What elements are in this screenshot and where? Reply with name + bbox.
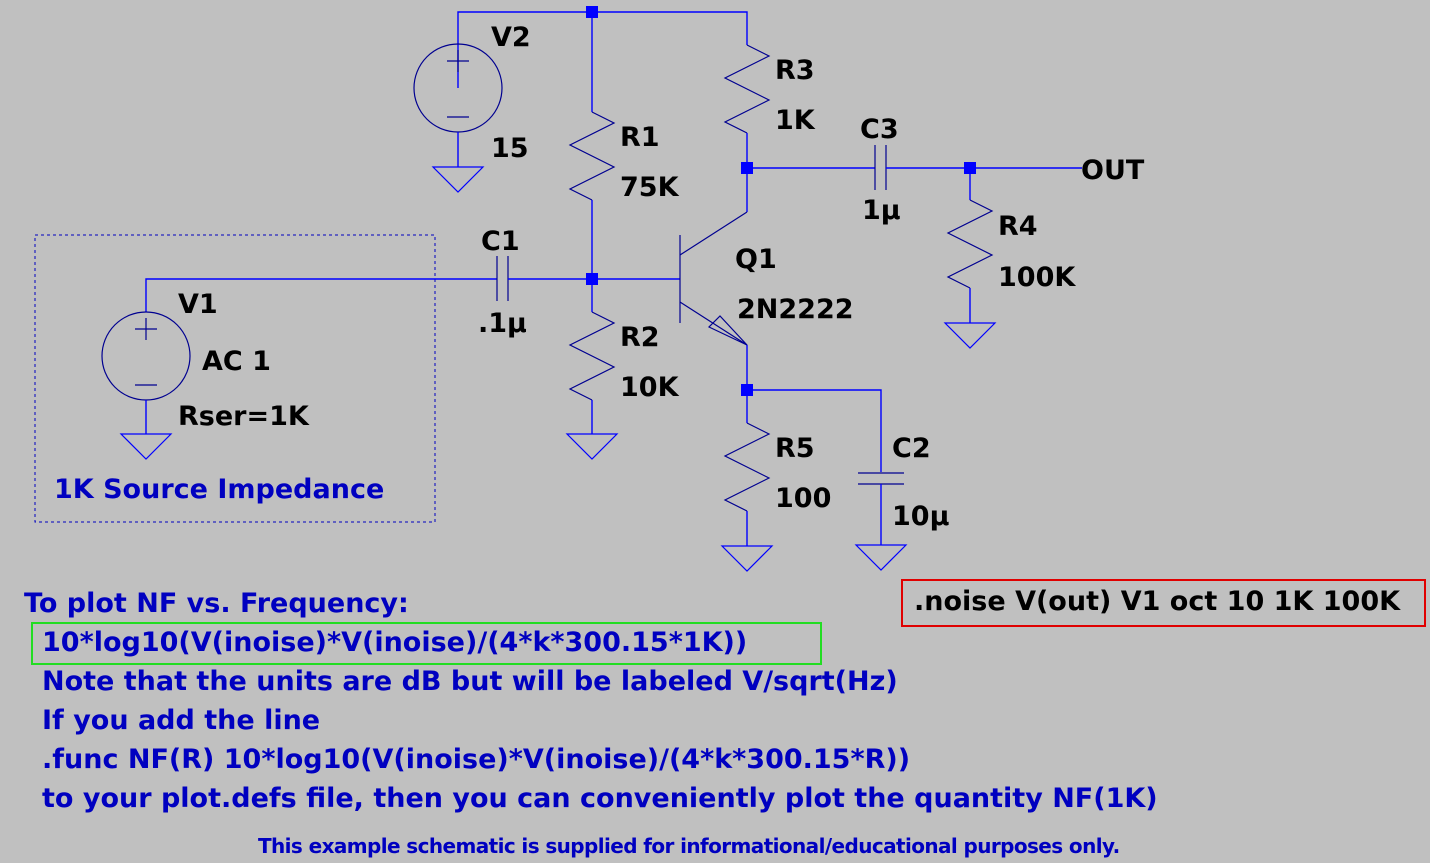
q1-transistor[interactable] [679,211,748,346]
r3-resistor[interactable] [723,44,771,134]
notes-formula: 10*log10(V(inoise)*V(inoise)/(4*k*300.15… [42,627,748,658]
notes-line-units: Note that the units are dB but will be l… [42,666,898,697]
r2-ref: R2 [620,322,660,353]
r4-resistor[interactable] [946,199,994,289]
v1-source[interactable] [101,311,191,401]
notes-line-add: If you add the line [42,705,321,736]
v1-ref: V1 [178,289,218,320]
wire-v1-c1 [145,278,497,312]
c1-capacitor[interactable] [496,256,509,301]
r1-resistor[interactable] [568,111,616,201]
disclaimer-text: This example schematic is supplied for i… [258,834,1120,858]
c2-capacitor[interactable] [858,472,904,485]
spice-directive[interactable]: .noise V(out) V1 oct 10 1K 100K [914,586,1401,617]
c3-ref: C3 [860,114,899,145]
ground-icon [943,322,997,349]
c1-value: .1μ [478,308,527,339]
notes-heading: To plot NF vs. Frequency: [24,588,409,619]
q1-value: 2N2222 [737,294,854,325]
junction-dot [586,273,598,285]
v1-value: AC 1 [202,346,271,377]
c3-value: 1μ [862,195,901,226]
r5-resistor[interactable] [723,422,771,512]
junction-dot [586,6,598,18]
r1-value: 75K [620,172,680,203]
junction-dot [741,162,753,174]
junction-dot [964,162,976,174]
notes-line-func: .func NF(R) 10*log10(V(inoise)*V(inoise)… [42,744,911,775]
net-label-out: OUT [1081,155,1145,186]
r3-value: 1K [775,105,816,136]
source-impedance-label: 1K Source Impedance [54,474,384,505]
ground-icon [431,166,485,193]
r5-value: 100 [775,483,831,514]
notes-line-plotdefs: to your plot.defs file, then you can con… [42,783,1158,814]
r3-ref: R3 [775,55,815,86]
v2-value: 15 [491,133,529,164]
ground-icon [854,544,908,571]
r4-ref: R4 [998,211,1038,242]
c2-ref: C2 [892,433,931,464]
v1-rser: Rser=1K [178,401,310,432]
c1-ref: C1 [481,226,520,257]
r5-ref: R5 [775,433,815,464]
wire-emitter-c2 [747,389,882,472]
r2-resistor[interactable] [568,311,616,401]
r4-value: 100K [998,262,1076,293]
spice-directive-box[interactable] [901,579,1426,627]
ground-icon [119,433,173,460]
junction-dot [741,384,753,396]
ground-icon [720,545,774,572]
q1-emitter-arrow [707,315,748,346]
source-impedance-box [34,234,436,523]
formula-highlight-box [31,622,822,665]
c3-capacitor[interactable] [874,145,887,190]
r1-ref: R1 [620,122,660,153]
ground-icon [565,433,619,460]
q1-ref: Q1 [735,244,777,275]
r2-value: 10K [620,372,680,403]
v2-ref: V2 [491,22,531,53]
c2-value: 10μ [892,501,950,532]
